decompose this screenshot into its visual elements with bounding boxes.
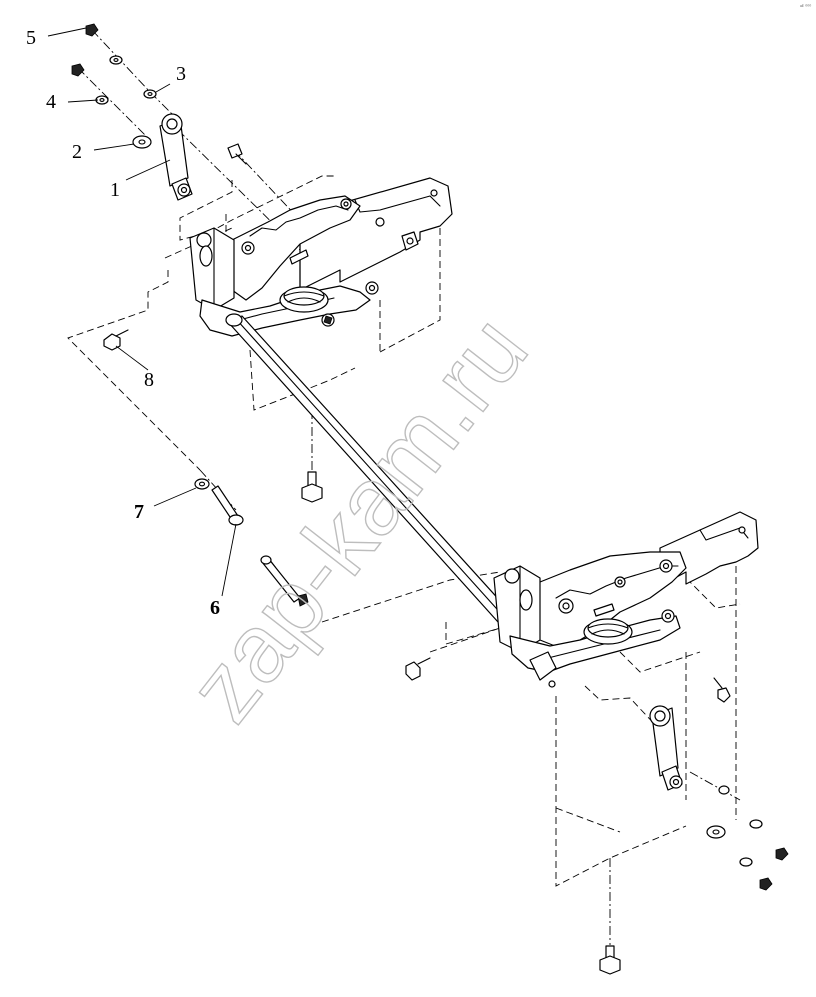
bolt-icon (405, 661, 421, 681)
callout-labels: 5 3 4 2 1 8 7 6 (26, 27, 220, 619)
upper-frame-rail (299, 177, 453, 291)
callout-7: 7 (134, 501, 144, 523)
washer-icon (109, 55, 123, 65)
shock-absorber-lower (649, 705, 683, 791)
bolt-icon (717, 687, 731, 703)
callout-8: 8 (144, 369, 154, 391)
upper-bracket-assembly (189, 195, 379, 337)
washer-7-icon (194, 478, 210, 490)
bolt-8 (103, 329, 129, 351)
callout-1: 1 (110, 179, 120, 201)
washer-3-icon (143, 89, 157, 99)
leader-lines (47, 27, 237, 597)
washer-icon (706, 825, 726, 839)
pin-and-washer-6-7 (194, 478, 309, 607)
nut-4-icon (71, 63, 85, 77)
bolt-icon (301, 483, 323, 503)
nut-5-icon (85, 23, 99, 37)
misc-bolts (301, 471, 789, 975)
corner-code: ᵃᴱ ⁰⁰⁰ (800, 4, 811, 10)
callout-5: 5 (26, 27, 36, 49)
washer-icon (749, 819, 763, 829)
callout-4: 4 (46, 91, 56, 113)
nut-icon (775, 847, 789, 861)
lower-bracket-assembly (493, 551, 687, 688)
washer-2-icon (132, 135, 152, 149)
watermark: zap-kam.ru (168, 297, 548, 741)
upper-hardware-stack (71, 23, 247, 165)
callout-2: 2 (72, 141, 82, 163)
callout-3: 3 (176, 63, 186, 85)
nut-icon (759, 877, 773, 891)
washer-icon (718, 785, 730, 795)
shock-absorber-upper (159, 113, 193, 201)
callout-6: 6 (210, 597, 220, 619)
bolt-icon (599, 955, 621, 975)
washer-icon (739, 857, 753, 867)
